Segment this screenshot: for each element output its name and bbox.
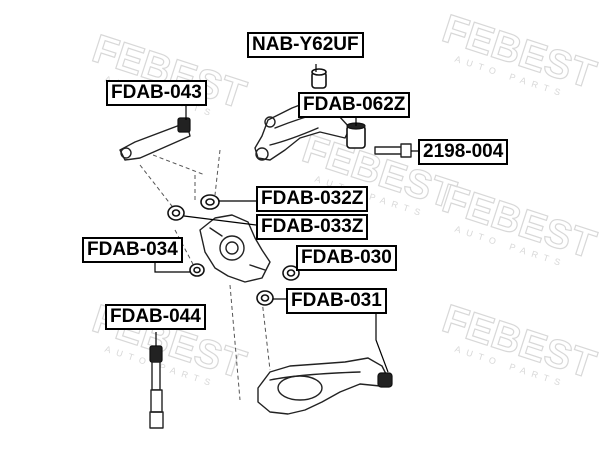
part-label-fdab-032z: FDAB-032Z	[256, 186, 369, 212]
lower-control-arm	[257, 357, 393, 415]
knuckle	[199, 214, 271, 283]
bushing-fdab-034	[189, 263, 205, 277]
part-label-fdab-031: FDAB-031	[286, 288, 387, 314]
bushing-fdab-032z	[200, 194, 220, 210]
bushing-fdab-030	[282, 265, 300, 281]
rod-fdab-044	[149, 345, 164, 429]
part-label-fdab-044: FDAB-044	[105, 304, 206, 330]
guide-lines	[139, 149, 271, 401]
bushing-fdab-031	[256, 290, 274, 306]
part-label-fdab-043: FDAB-043	[106, 80, 207, 106]
part-label-nab-y62uf: NAB-Y62UF	[247, 32, 364, 58]
part-label-2198-004: 2198-004	[418, 139, 509, 165]
part-label-fdab-062z: FDAB-062Z	[298, 92, 411, 118]
part-label-fdab-033z: FDAB-033Z	[256, 214, 369, 240]
bushing-fdab-062z	[346, 122, 366, 149]
part-label-fdab-030: FDAB-030	[296, 245, 397, 271]
part-label-fdab-034: FDAB-034	[82, 237, 183, 263]
lateral-link-fdab-043	[119, 117, 191, 161]
bushing-fdab-033z	[167, 205, 185, 221]
bushing-nab-y62uf	[311, 68, 327, 89]
leader-lines	[154, 64, 418, 373]
